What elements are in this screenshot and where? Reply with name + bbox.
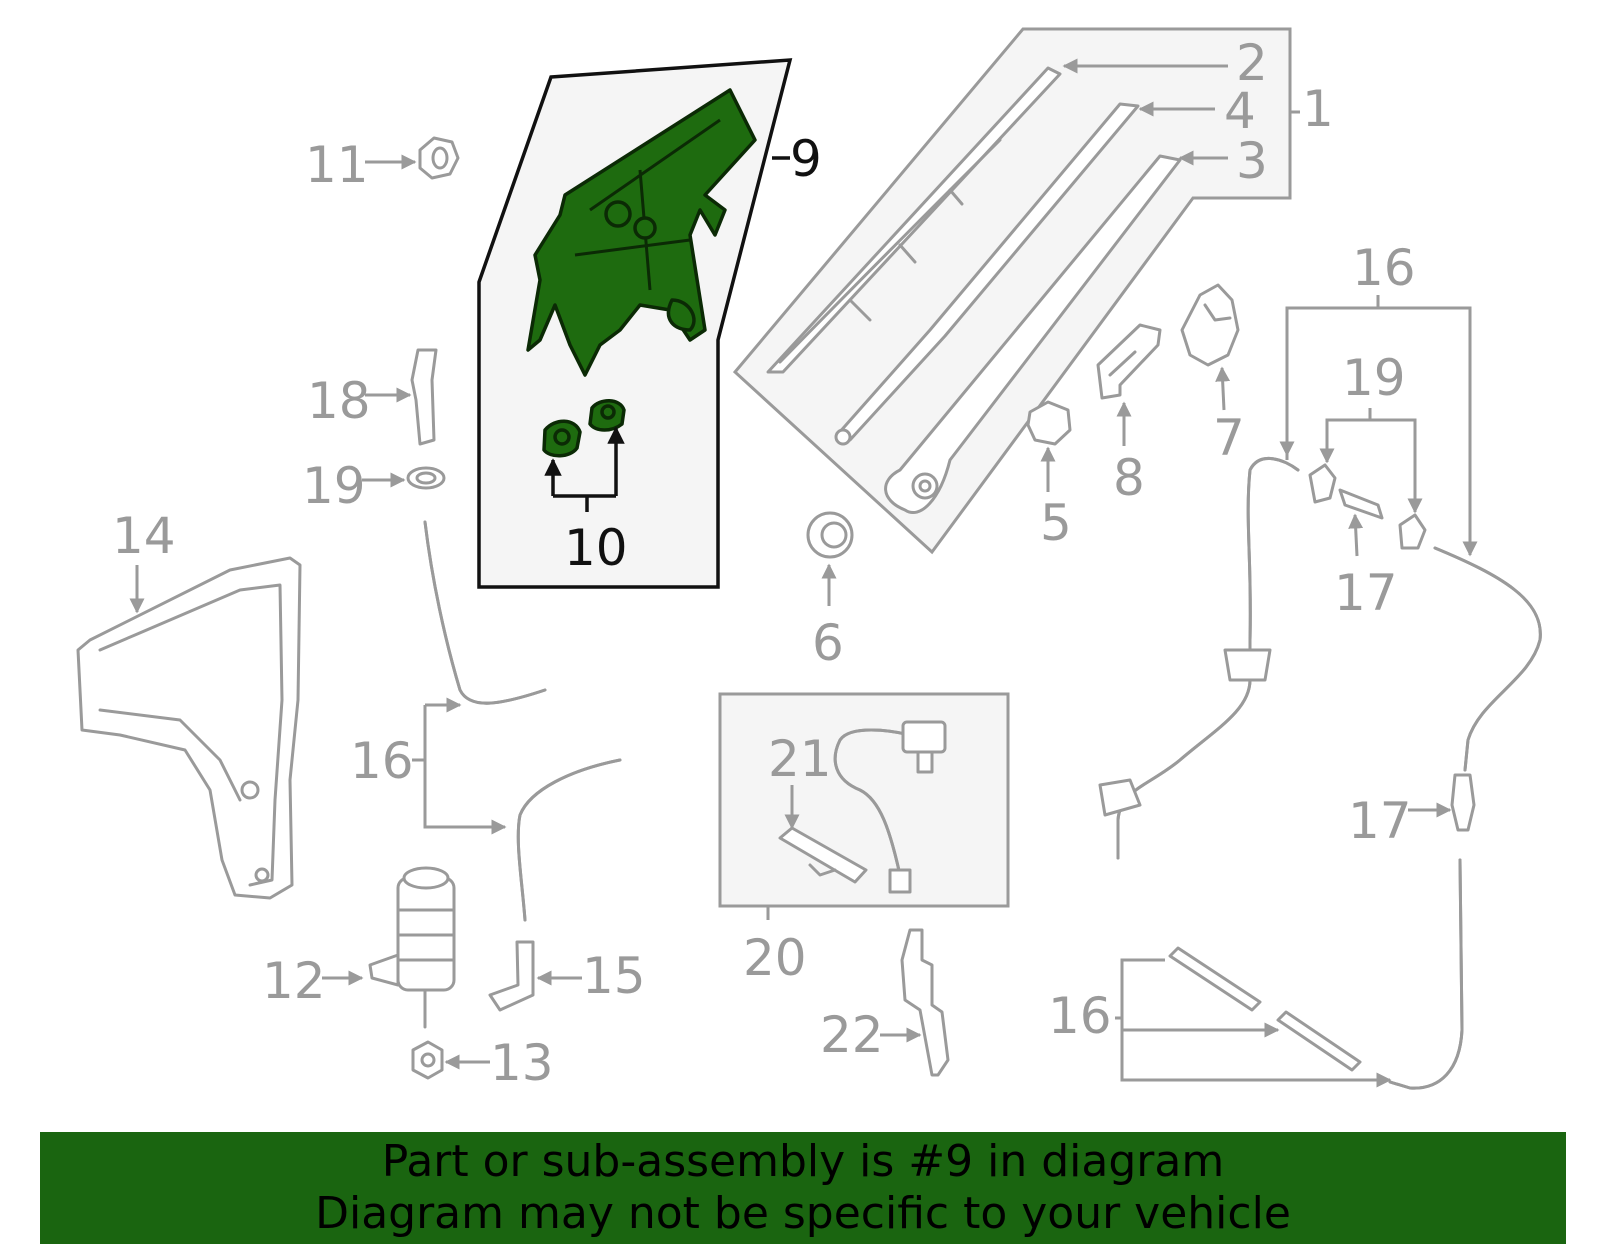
callout-12: 12	[262, 952, 326, 1010]
wiper-arm-group	[732, 27, 1300, 555]
callout-18: 18	[307, 372, 371, 430]
part-9-wiper-motor[interactable]	[477, 58, 793, 589]
callout-1: 1	[1302, 80, 1334, 138]
callout-15: 15	[582, 947, 646, 1005]
callout-16-lower: 16	[1048, 987, 1112, 1045]
callout-3: 3	[1236, 132, 1268, 190]
part-14-reservoir	[76, 556, 302, 900]
callout-9: 9	[790, 130, 822, 188]
callout-2: 2	[1236, 34, 1268, 92]
footer-line-2: Diagram may not be specific to your vehi…	[315, 1188, 1291, 1239]
callout-4: 4	[1224, 82, 1256, 140]
callout-22: 22	[820, 1006, 884, 1064]
part-13-grommet	[411, 1040, 490, 1080]
part-20-harness	[718, 692, 1010, 920]
callout-6: 6	[812, 614, 844, 672]
callout-16-left: 16	[350, 732, 414, 790]
callout-20: 20	[743, 929, 807, 987]
part-16-hose-left	[412, 520, 622, 922]
part-18-nozzle	[365, 348, 438, 446]
footer-banner: Part or sub-assembly is #9 in diagram Di…	[40, 1132, 1566, 1244]
part-5-cap	[1026, 400, 1072, 492]
part-16-hose-lower	[1115, 858, 1464, 1090]
callout-10: 10	[564, 519, 628, 577]
part-11-nut	[365, 136, 460, 180]
footer-line-1: Part or sub-assembly is #9 in diagram	[381, 1136, 1225, 1187]
callout-21: 21	[768, 730, 832, 788]
callout-7: 7	[1213, 409, 1245, 467]
callout-17-upper: 17	[1334, 564, 1398, 622]
callout-8: 8	[1113, 449, 1145, 507]
part-8-cover	[1096, 323, 1162, 446]
part-6-grommet	[806, 511, 854, 606]
part-7-cap	[1180, 283, 1240, 411]
part-12-pump	[322, 866, 456, 1029]
callout-19-right: 19	[1342, 349, 1406, 407]
callout-17-lower: 17	[1348, 792, 1412, 850]
callout-5: 5	[1040, 494, 1072, 552]
part-19-clamp	[362, 466, 446, 490]
part-15-elbow	[488, 940, 582, 1012]
callout-14: 14	[112, 507, 176, 565]
part-16-hose-right	[1098, 295, 1542, 860]
callout-19-left: 19	[302, 457, 366, 515]
part-22-jet	[880, 928, 950, 1077]
callout-13: 13	[490, 1034, 554, 1092]
callout-11: 11	[305, 136, 369, 194]
callout-16-right: 16	[1352, 239, 1416, 297]
